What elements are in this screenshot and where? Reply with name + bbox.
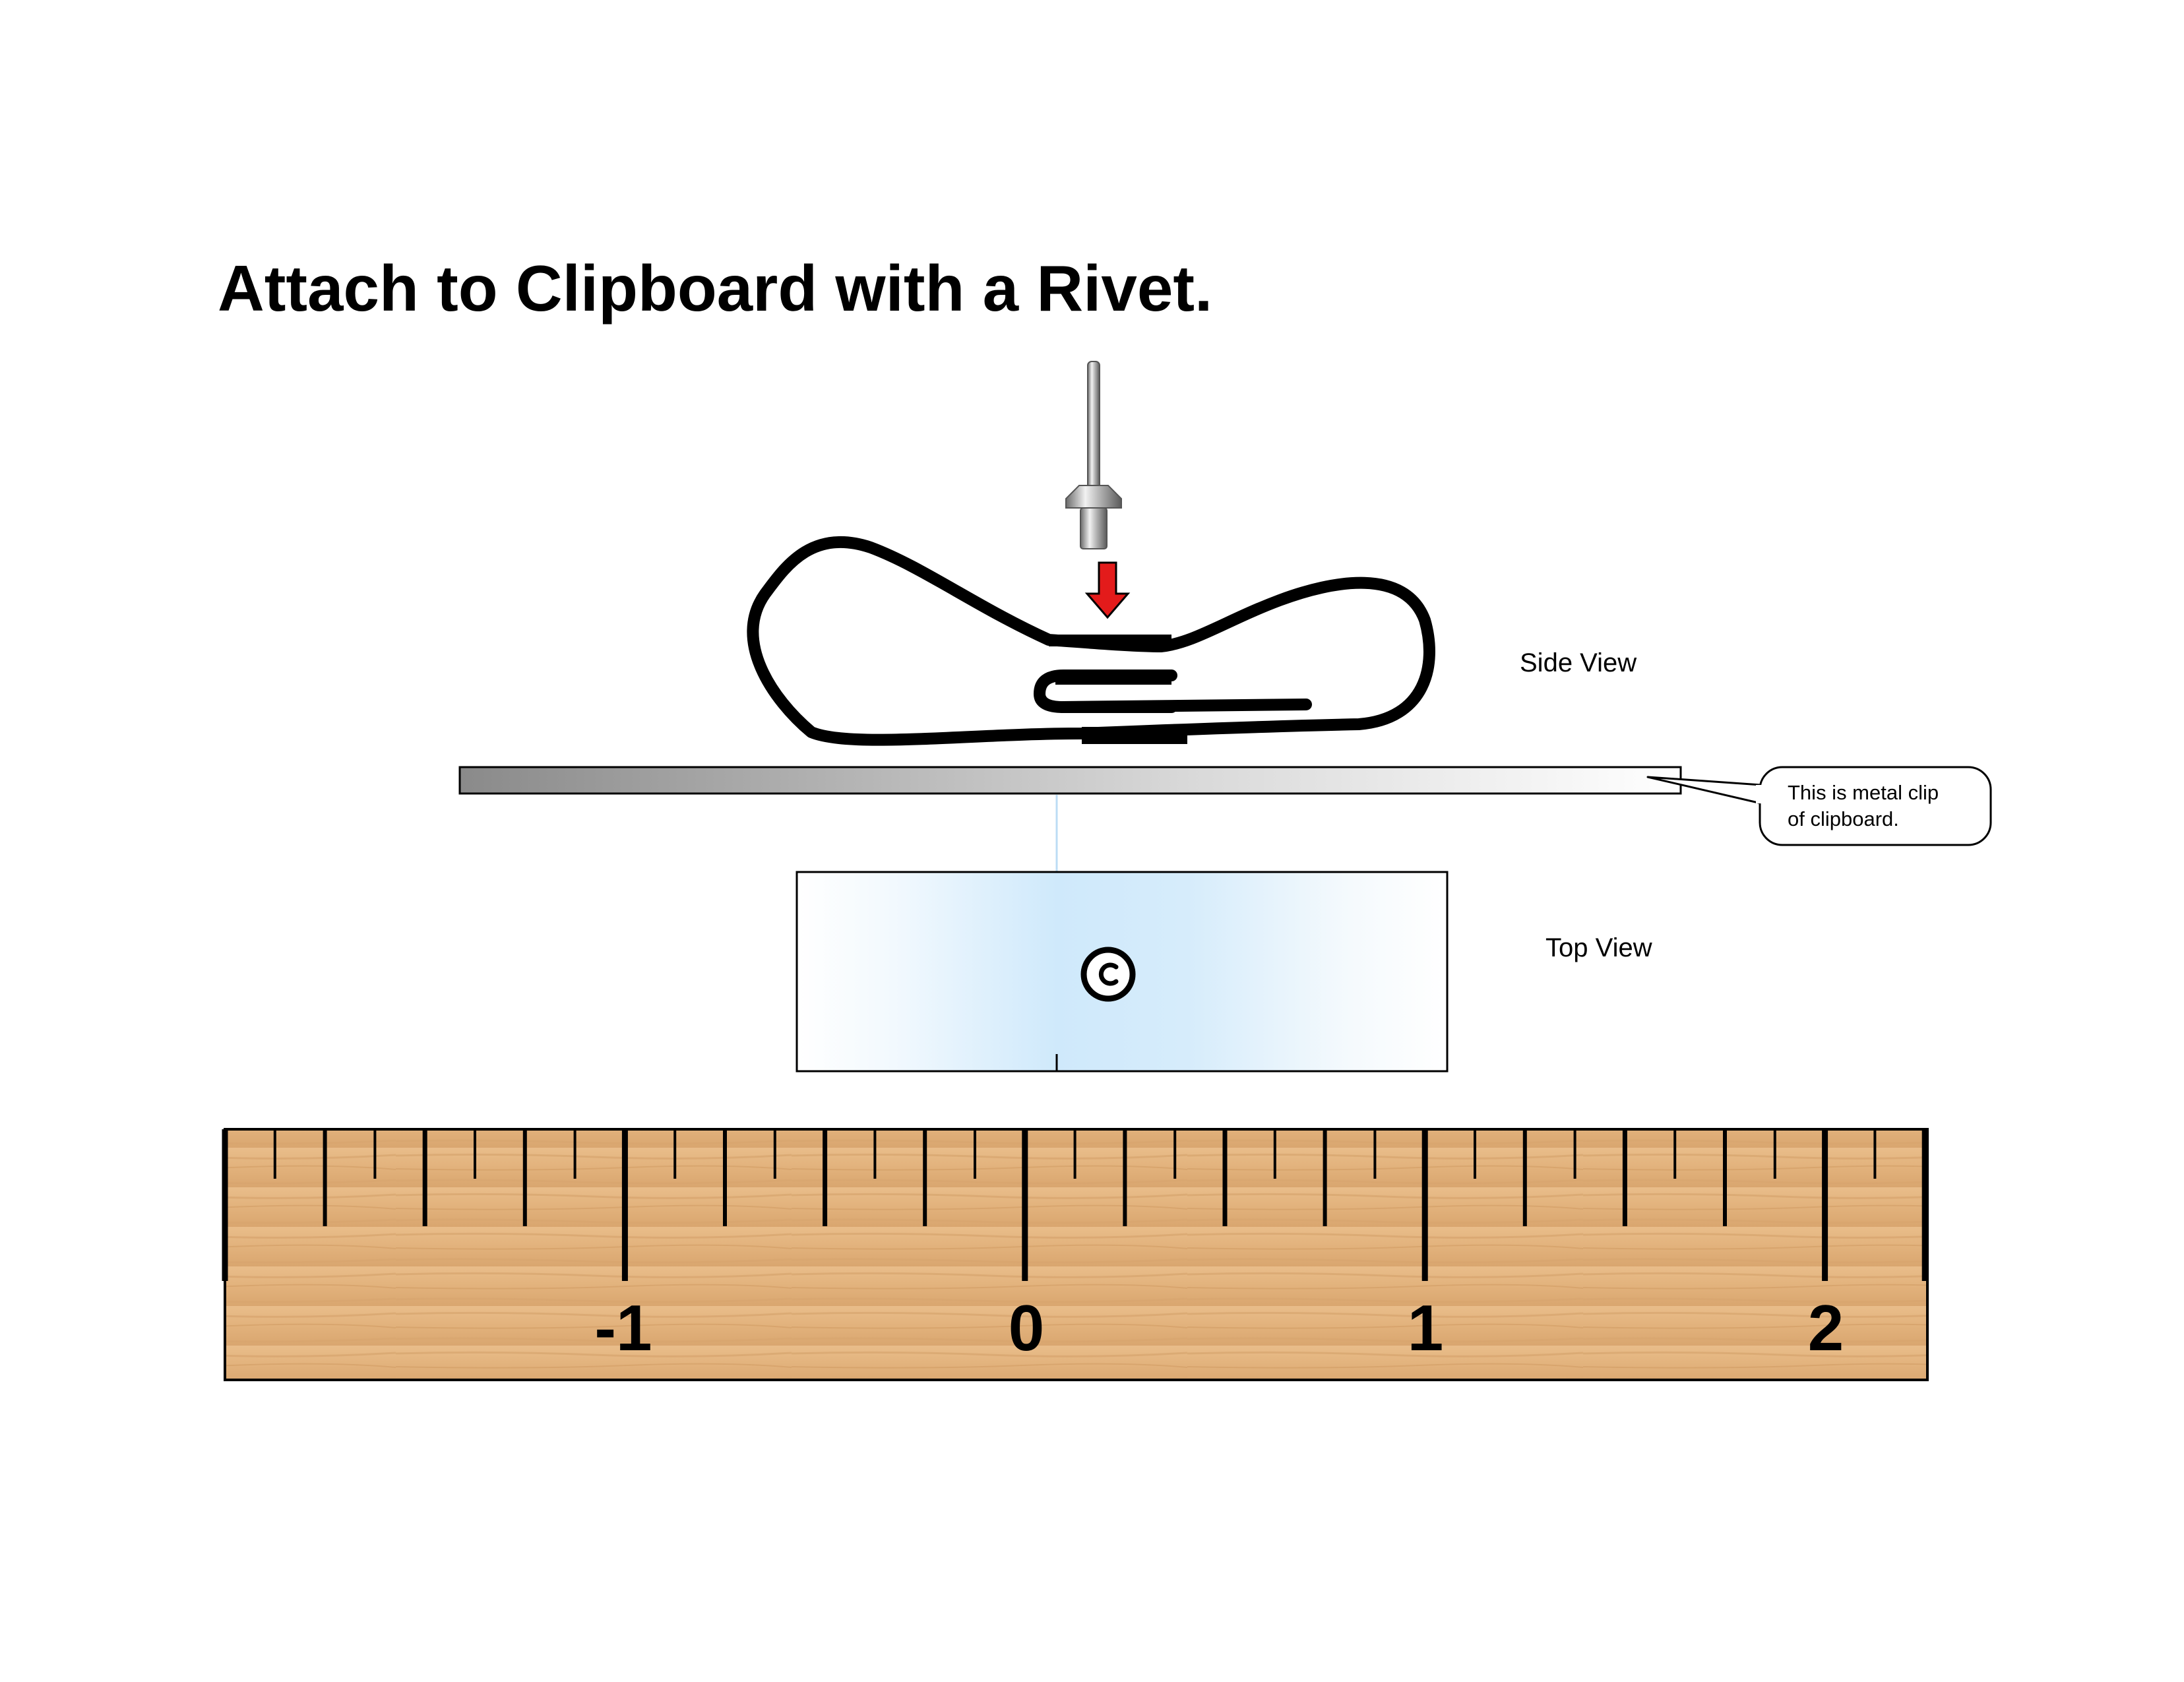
ruler-number-1: 1: [1408, 1292, 1444, 1364]
side-view-label: Side View: [1520, 648, 1637, 677]
callout-text-line1: This is metal clip: [1788, 781, 1939, 804]
rivet-icon: [1065, 361, 1122, 549]
ruler-number-neg1: -1: [594, 1292, 652, 1364]
down-arrow-icon: [1084, 561, 1131, 619]
rivet-hole-icon: [1080, 947, 1136, 1002]
ruler-number-2: 2: [1808, 1292, 1844, 1364]
ruler: -1 0 1 2: [222, 1128, 1929, 1381]
top-view-label: Top View: [1545, 933, 1652, 962]
callout-text-line2: of clipboard.: [1788, 807, 1899, 830]
clip-middle-band: [1055, 670, 1171, 685]
ruler-ticks: [222, 1129, 1928, 1281]
clip-top-band: [1049, 635, 1171, 646]
page-title: Attach to Clipboard with a Rivet.: [218, 252, 1213, 325]
callout: This is metal clip of clipboard.: [1646, 766, 1992, 846]
clip-bottom-band: [1082, 727, 1187, 744]
ruler-number-0: 0: [1009, 1292, 1045, 1364]
metal-clip-bar: [458, 766, 1682, 795]
